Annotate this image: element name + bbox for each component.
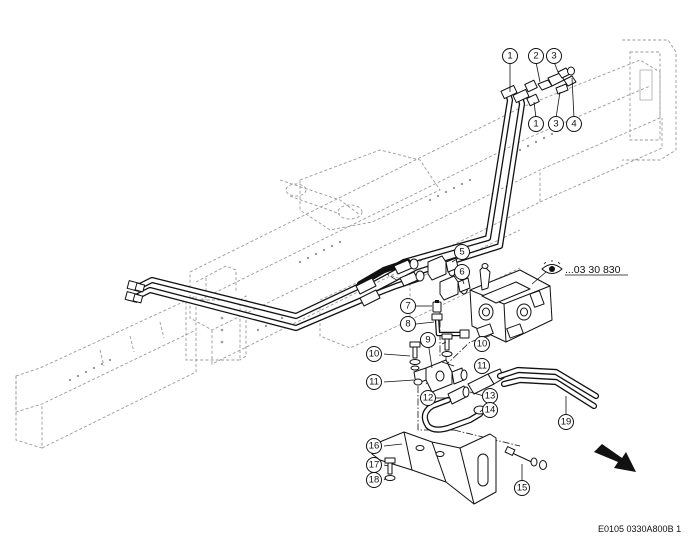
callout-10-right: 10 xyxy=(474,336,490,352)
callout-label: 4 xyxy=(571,119,576,130)
drawing-code: E0105 0330A800B 1 xyxy=(598,524,681,534)
fitting-7-and-hose-8 xyxy=(431,300,470,339)
arrow-down-right-icon xyxy=(594,444,636,472)
callout-label: 14 xyxy=(485,405,496,416)
callout-14: 14 xyxy=(482,402,498,418)
tee-fitting-assembly xyxy=(413,359,468,393)
coupling-parts-top xyxy=(537,66,577,95)
callout-label: 12 xyxy=(423,393,434,404)
callout-7: 7 xyxy=(400,298,416,314)
machine-frame-ghost xyxy=(15,39,677,449)
callout-15: 15 xyxy=(514,480,530,496)
callout-label: 10 xyxy=(477,339,488,350)
hose-14 xyxy=(421,396,487,433)
callout-label: 2 xyxy=(533,51,538,62)
reference-number: ...03 30 830 xyxy=(565,264,621,276)
callout-12: 12 xyxy=(420,390,436,406)
bolt-10-lower xyxy=(409,341,421,371)
callout-6: 6 xyxy=(454,264,470,280)
bolt-15 xyxy=(504,446,547,470)
eye-icon xyxy=(541,260,563,274)
callout-label: 5 xyxy=(459,247,464,258)
callout-label: 1 xyxy=(533,119,538,130)
callout-label: 6 xyxy=(459,267,464,278)
callout-label: 11 xyxy=(369,377,379,388)
callout-16: 16 xyxy=(366,438,382,454)
callout-leaders xyxy=(383,61,575,481)
callout-label: 16 xyxy=(369,441,380,452)
callout-11-left: 11 xyxy=(366,374,382,390)
callout-label: 18 xyxy=(369,475,380,486)
hose-end-fittings-top xyxy=(500,79,540,107)
bolt-10-upper xyxy=(441,333,453,357)
callout-13: 13 xyxy=(482,388,498,404)
callout-label: 11 xyxy=(477,361,487,372)
callout-9: 9 xyxy=(420,332,436,348)
callout-10-left: 10 xyxy=(366,346,382,362)
callout-label: 13 xyxy=(485,391,496,402)
callout-label: 9 xyxy=(425,335,430,346)
callout-label: 8 xyxy=(405,319,410,330)
hose-end-fittings-left xyxy=(124,280,146,304)
bolt-17-18 xyxy=(384,457,396,481)
callout-label: 3 xyxy=(551,51,556,62)
callout-3-bottom: 3 xyxy=(548,116,564,132)
callout-2: 2 xyxy=(528,48,544,64)
callout-label: 15 xyxy=(517,483,528,494)
elbow-fittings xyxy=(427,255,471,301)
callout-18: 18 xyxy=(366,472,382,488)
hose-19 xyxy=(496,366,600,410)
callout-1-bottom: 1 xyxy=(528,116,544,132)
callout-3-top: 3 xyxy=(546,48,562,64)
callout-11-right: 11 xyxy=(474,358,490,374)
callout-label: 10 xyxy=(369,349,380,360)
callout-19: 19 xyxy=(558,414,574,430)
long-hose-pair xyxy=(130,90,526,332)
frame-rivets-left xyxy=(68,358,112,382)
callout-8: 8 xyxy=(400,316,416,332)
callout-label: 19 xyxy=(561,417,572,428)
callout-label: 7 xyxy=(405,301,410,312)
control-valve-block xyxy=(469,263,553,343)
callout-17: 17 xyxy=(366,457,382,473)
callout-1-top: 1 xyxy=(502,48,518,64)
callout-4: 4 xyxy=(566,116,582,132)
callout-label: 1 xyxy=(507,51,512,62)
cross-reference: ...03 30 830 xyxy=(541,260,628,276)
callout-5: 5 xyxy=(454,244,470,260)
callout-label: 3 xyxy=(553,119,558,130)
callout-label: 17 xyxy=(369,460,380,471)
hose-mid-fittings xyxy=(355,258,425,307)
